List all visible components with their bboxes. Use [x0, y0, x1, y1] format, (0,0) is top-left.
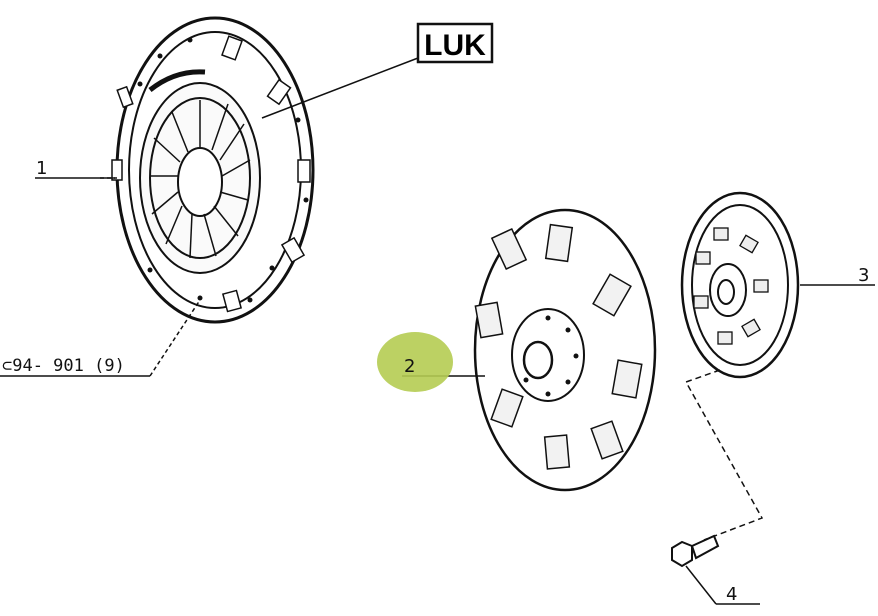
reference-note: ⊂94- 901 (9) [2, 356, 125, 376]
driven-plate-part-3 [680, 191, 800, 379]
callout-label-2: 2 [404, 356, 415, 377]
pressure-plate-part-1 [111, 16, 315, 324]
callout-label-3: 3 [858, 265, 869, 286]
brand-label: LUK [424, 29, 486, 62]
brand-box [416, 22, 494, 64]
callout-label-1: 1 [36, 158, 47, 179]
bolt-part-4 [671, 534, 720, 568]
clutch-disc-part-2 [473, 208, 657, 492]
leader-lines [0, 57, 875, 605]
callout-label-4: 4 [726, 584, 737, 605]
callout-2-highlight [377, 332, 453, 392]
